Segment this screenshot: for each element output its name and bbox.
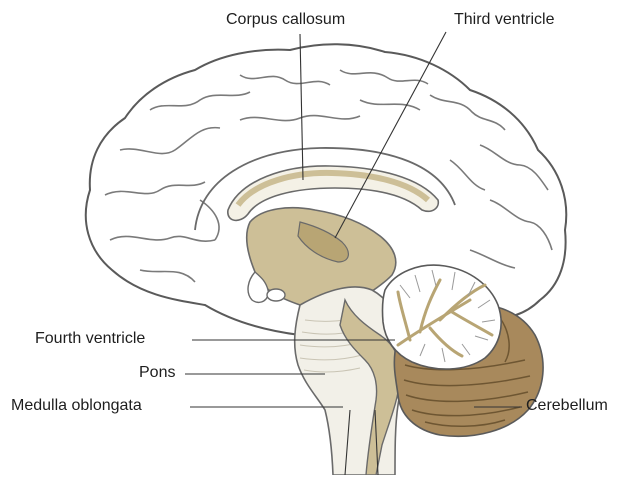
label-corpus-callosum: Corpus callosum [226,11,345,29]
label-third-ventricle: Third ventricle [454,11,554,29]
optic-chiasm [267,289,285,301]
label-medulla-oblongata: Medulla oblongata [11,397,142,415]
label-pons: Pons [139,364,175,382]
label-cerebellum: Cerebellum [526,397,608,415]
label-fourth-ventricle: Fourth ventricle [35,330,145,348]
